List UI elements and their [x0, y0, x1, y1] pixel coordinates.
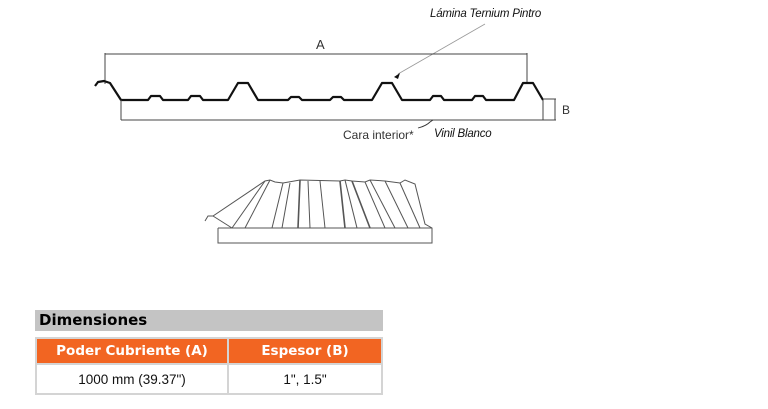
- column-header-coverage: Poder Cubriente (A): [35, 337, 229, 365]
- dimensions-title: Dimensiones: [35, 310, 383, 331]
- material-label: Lámina Ternium Pintro: [430, 8, 542, 20]
- table-header-row: Poder Cubriente (A) Espesor (B): [35, 337, 383, 365]
- panel-diagram: Lámina Ternium Pintro A B Cara interior*…: [94, 8, 571, 244]
- inner-face-label: Cara interior*: [343, 128, 414, 142]
- panel-profile-drawing: [94, 23, 556, 244]
- cell-thickness-value: 1", 1.5": [227, 363, 383, 395]
- table-row: 1000 mm (39.37") 1", 1.5": [35, 363, 383, 395]
- column-header-thickness: Espesor (B): [227, 337, 383, 365]
- panel-perspective-drawing: [204, 179, 433, 244]
- dimension-b-label: B: [562, 103, 571, 117]
- dimensions-table: Poder Cubriente (A) Espesor (B) 1000 mm …: [35, 337, 383, 395]
- cell-coverage-value: 1000 mm (39.37"): [35, 363, 229, 395]
- dimension-a-label: A: [316, 37, 325, 52]
- inner-finish-label: Vinil Blanco: [434, 128, 492, 140]
